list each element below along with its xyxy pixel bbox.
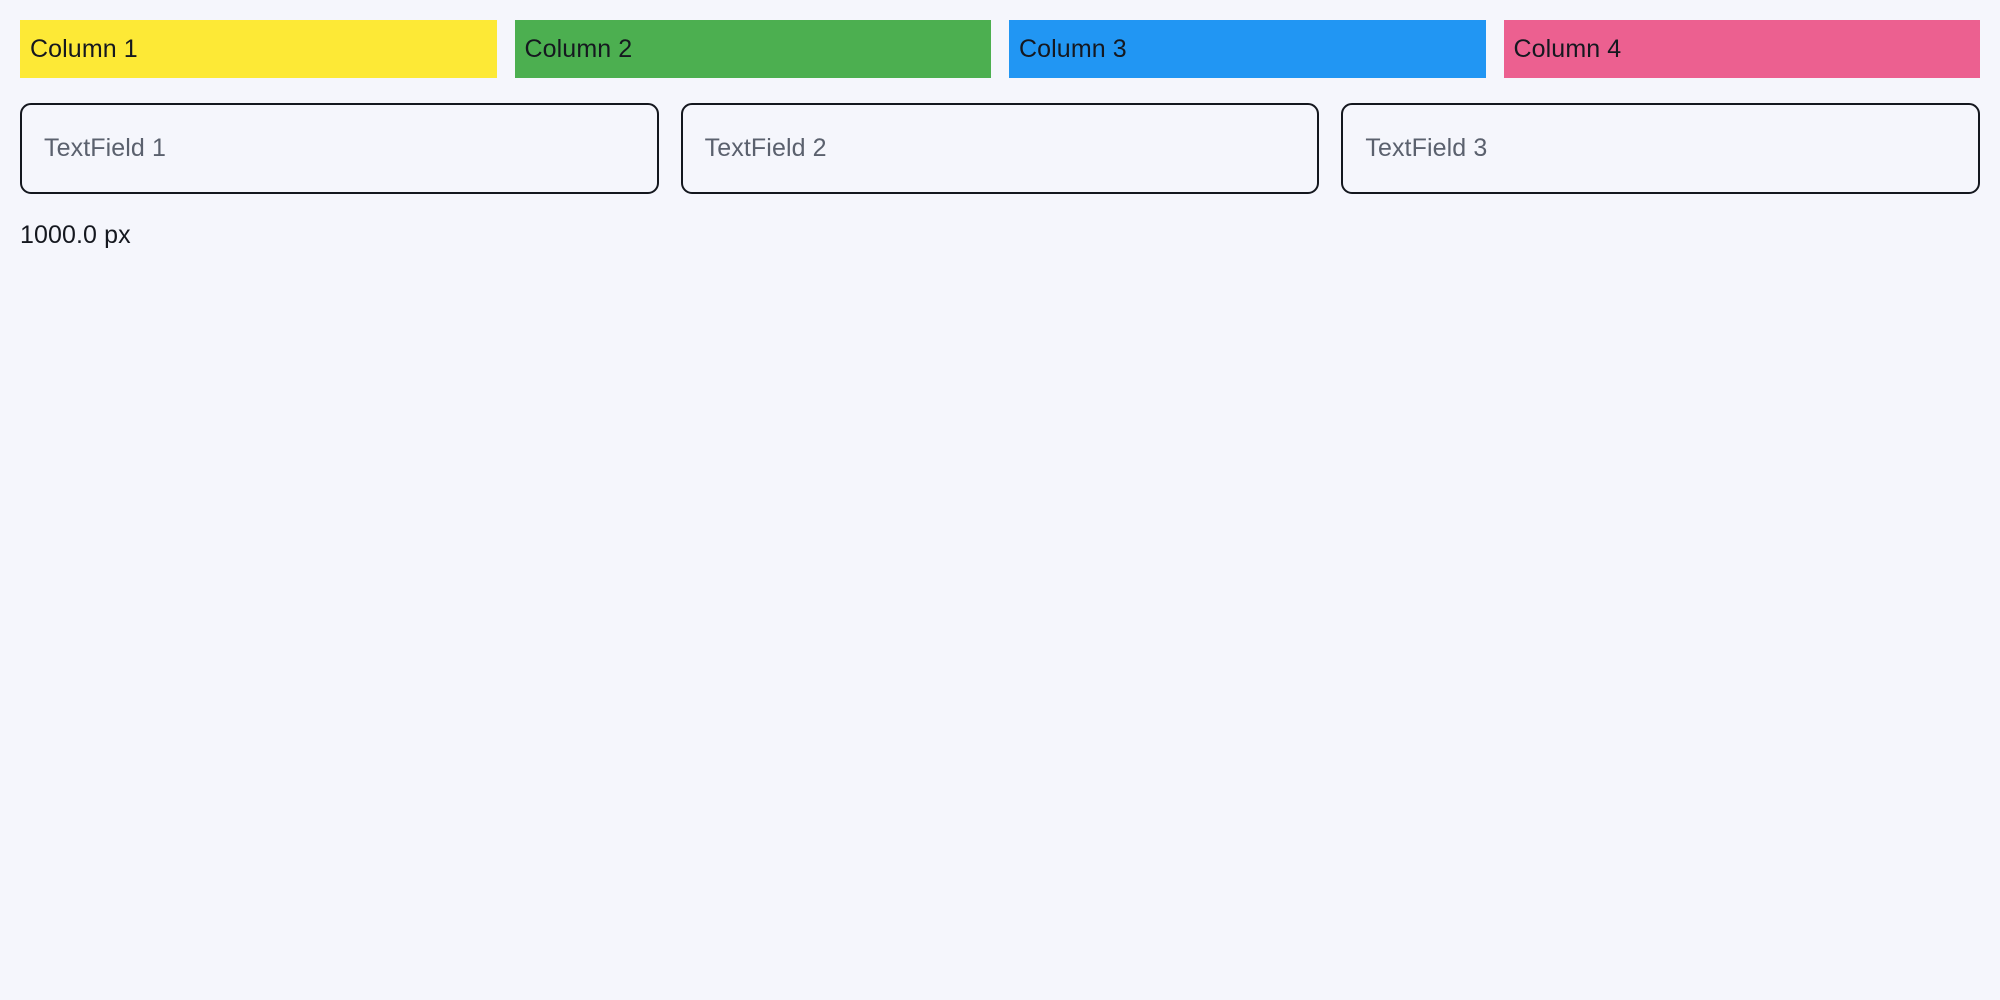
textfield-2[interactable]: TextField 2 [680, 103, 1320, 194]
column-bar-3[interactable]: Column 3 [1009, 20, 1486, 78]
column-bar-label-4: Column 4 [1513, 34, 1622, 63]
size-row: 1000.0 px [20, 220, 1980, 250]
column-bar-4[interactable]: Column 4 [1503, 20, 1980, 78]
column-bar-label-3: Column 3 [1019, 34, 1127, 63]
textfield-1[interactable]: TextField 1 [20, 103, 659, 194]
column-bar-2[interactable]: Column 2 [514, 20, 991, 78]
textfield-3[interactable]: TextField 3 [1341, 103, 1981, 194]
textfield-2-placeholder: TextField 2 [704, 134, 827, 162]
column-bar-label-1: Column 1 [30, 34, 138, 63]
column-bar-1[interactable]: Column 1 [20, 20, 497, 78]
size-label: 1000.0 px [20, 220, 131, 249]
column-bar-label-2: Column 2 [524, 34, 633, 63]
columns-row: Column 1 Column 2 Column 3 Column 4 [20, 20, 1980, 78]
textfield-3-placeholder: TextField 3 [1365, 134, 1488, 162]
textfields-row: TextField 1 TextField 2 TextField 3 [20, 103, 1981, 194]
textfield-1-placeholder: TextField 1 [44, 134, 166, 162]
